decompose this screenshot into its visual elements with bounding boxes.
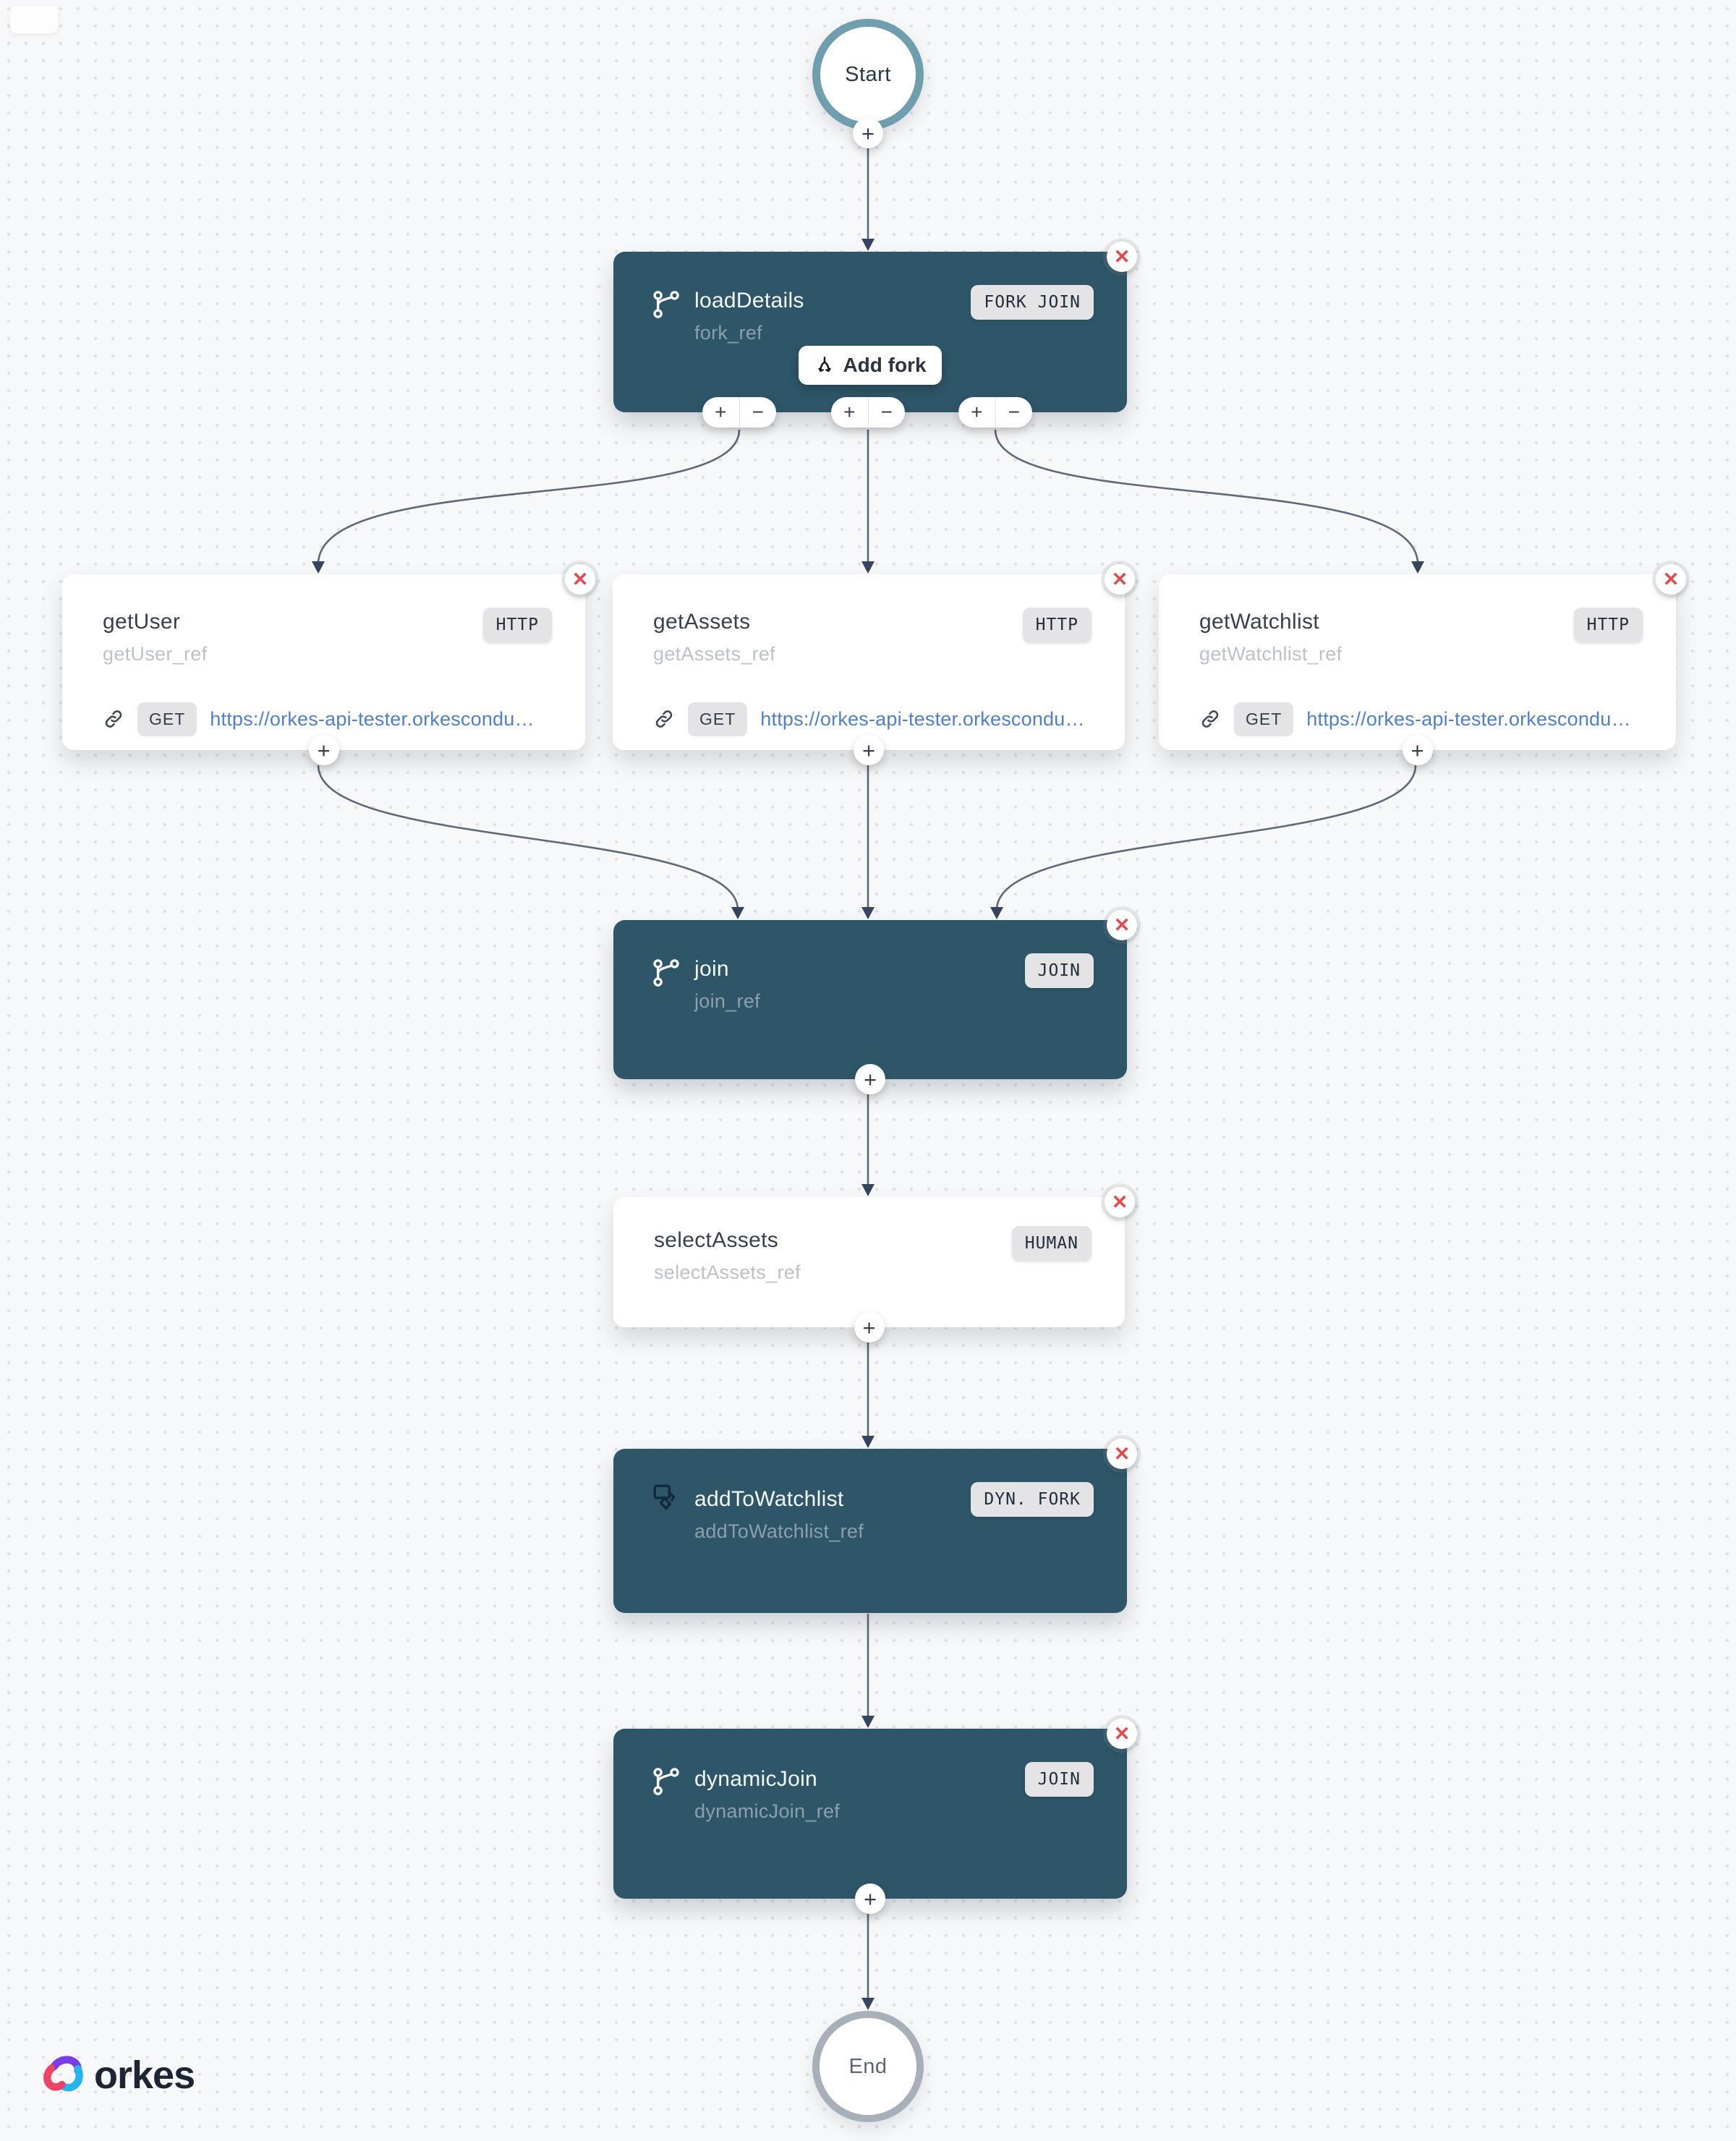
delete-node-button[interactable]: ✕ xyxy=(1105,1187,1135,1217)
add-task-after-getUser-button[interactable]: + xyxy=(308,735,339,765)
task-type-badge: HTTP xyxy=(482,608,552,642)
edge-getwatchlist-join xyxy=(995,765,1417,911)
add-task-after-getAssets-button[interactable]: + xyxy=(854,735,884,765)
task-type-badge: JOIN xyxy=(1024,1762,1094,1797)
plus-icon: + xyxy=(863,1066,877,1092)
node-ref: getUser_ref xyxy=(103,643,208,665)
node-ref: fork_ref xyxy=(694,322,762,344)
delete-node-button[interactable]: ✕ xyxy=(1107,910,1137,940)
node-getAssets[interactable]: getAssets getAssets_ref HTTP ✕ GET https… xyxy=(613,564,1135,765)
end-node: End xyxy=(812,2011,924,2122)
plus-icon: + xyxy=(317,737,331,763)
close-icon: ✕ xyxy=(1113,1722,1131,1745)
task-type-badge: JOIN xyxy=(1024,953,1094,988)
start-label: Start xyxy=(845,62,891,86)
node-ref: dynamicJoin_ref xyxy=(694,1800,841,1822)
plus-icon[interactable]: + xyxy=(843,401,856,423)
start-node: Start xyxy=(812,19,924,130)
node-title: loadDetails xyxy=(694,289,804,312)
add-task-after-join-button[interactable]: + xyxy=(855,1064,885,1094)
wishbone-fork-icon xyxy=(818,357,832,373)
node-title: selectAssets xyxy=(654,1228,778,1252)
node-loadDetails[interactable]: loadDetails fork_ref FORK JOIN ✕ Add for… xyxy=(613,242,1137,427)
close-icon: ✕ xyxy=(1111,568,1128,590)
endpoint-url-link[interactable]: https://orkes-api-tester.orkescondu… xyxy=(760,707,1085,730)
fork-join-icon xyxy=(653,291,679,318)
edge-getuser-join xyxy=(317,765,739,911)
node-addToWatchlist[interactable]: addToWatchlist addToWatchlist_ref DYN. F… xyxy=(613,1439,1137,1613)
node-title: dynamicJoin xyxy=(694,1767,818,1791)
delete-node-button[interactable]: ✕ xyxy=(1107,242,1137,272)
node-ref: getWatchlist_ref xyxy=(1199,643,1343,665)
fork-branch-3-add-remove[interactable]: + − xyxy=(958,397,1032,427)
node-title: join xyxy=(694,957,729,981)
add-fork-button[interactable]: Add fork xyxy=(799,346,942,385)
link-icon xyxy=(105,710,122,728)
orkes-wordmark: orkes xyxy=(94,2053,195,2097)
delete-node-button[interactable]: ✕ xyxy=(1107,1439,1137,1469)
join-icon xyxy=(653,959,679,987)
close-icon: ✕ xyxy=(1111,1191,1128,1213)
plus-icon: + xyxy=(861,737,876,763)
add-task-after-getWatchlist-button[interactable]: + xyxy=(1402,735,1433,765)
plus-icon[interactable]: + xyxy=(715,401,727,423)
node-title: getWatchlist xyxy=(1199,610,1319,634)
node-title: addToWatchlist xyxy=(694,1487,844,1511)
task-type-badge: FORK JOIN xyxy=(971,285,1094,320)
task-type-badge: HTTP xyxy=(1573,608,1643,642)
join-icon xyxy=(653,1768,679,1795)
node-ref: getAssets_ref xyxy=(653,643,775,665)
add-task-after-dynamicJoin-button[interactable]: + xyxy=(855,1884,885,1914)
add-task-after-selectAssets-button[interactable]: + xyxy=(854,1312,885,1342)
edge-fork-getwatchlist xyxy=(994,429,1419,565)
end-label: End xyxy=(848,2054,888,2078)
node-title: getAssets xyxy=(653,610,751,634)
http-method-badge: GET xyxy=(1234,702,1294,736)
endpoint-url-link[interactable]: https://orkes-api-tester.orkescondu… xyxy=(210,707,535,730)
http-method-badge: GET xyxy=(137,702,197,736)
add-task-after-start-button[interactable]: + xyxy=(853,118,883,148)
node-ref: addToWatchlist_ref xyxy=(694,1520,864,1542)
task-type-badge: HUMAN xyxy=(1011,1226,1092,1261)
fork-branch-2-add-remove[interactable]: + − xyxy=(831,397,905,427)
close-icon: ✕ xyxy=(1113,1442,1131,1465)
node-dynamicJoin[interactable]: dynamicJoin dynamicJoin_ref JOIN ✕ + xyxy=(613,1719,1137,1914)
http-method-badge: GET xyxy=(688,702,748,736)
close-icon: ✕ xyxy=(1662,568,1680,590)
node-ref: join_ref xyxy=(694,990,760,1012)
orkes-logo: orkes xyxy=(41,2051,195,2099)
delete-node-button[interactable]: ✕ xyxy=(1105,564,1135,595)
canvas-corner-panel xyxy=(10,6,58,33)
node-getUser[interactable]: getUser getUser_ref HTTP ✕ GET https://o… xyxy=(62,564,595,765)
close-icon: ✕ xyxy=(1113,245,1131,268)
node-join[interactable]: join join_ref JOIN ✕ + xyxy=(613,910,1137,1094)
plus-icon: + xyxy=(862,1314,876,1340)
minus-icon[interactable]: − xyxy=(995,397,1033,427)
node-selectAssets[interactable]: selectAssets selectAssets_ref HUMAN ✕ + xyxy=(613,1187,1135,1342)
delete-node-button[interactable]: ✕ xyxy=(1107,1719,1137,1749)
plus-icon: + xyxy=(1410,737,1424,763)
plus-icon[interactable]: + xyxy=(971,401,983,423)
task-type-badge: DYN. FORK xyxy=(971,1482,1094,1517)
task-type-badge: HTTP xyxy=(1022,608,1092,642)
link-icon xyxy=(1201,710,1219,728)
close-icon: ✕ xyxy=(1113,914,1131,936)
plus-icon: + xyxy=(861,120,875,146)
link-icon xyxy=(655,710,673,728)
node-ref: selectAssets_ref xyxy=(654,1261,801,1283)
endpoint-url-link[interactable]: https://orkes-api-tester.orkescondu… xyxy=(1306,707,1631,730)
minus-icon[interactable]: − xyxy=(739,397,777,427)
add-fork-label: Add fork xyxy=(843,354,927,376)
node-getWatchlist[interactable]: getWatchlist getWatchlist_ref HTTP ✕ GET… xyxy=(1159,564,1686,765)
dynamic-fork-icon xyxy=(653,1484,676,1510)
close-icon: ✕ xyxy=(571,568,589,590)
fork-branch-1-add-remove[interactable]: + − xyxy=(702,397,776,427)
delete-node-button[interactable]: ✕ xyxy=(565,564,595,595)
minus-icon[interactable]: − xyxy=(867,397,906,427)
edge-fork-getuser xyxy=(317,429,741,565)
node-title: getUser xyxy=(103,610,181,634)
plus-icon: + xyxy=(863,1886,877,1912)
delete-node-button[interactable]: ✕ xyxy=(1656,564,1686,595)
orkes-logo-mark xyxy=(43,2056,83,2092)
